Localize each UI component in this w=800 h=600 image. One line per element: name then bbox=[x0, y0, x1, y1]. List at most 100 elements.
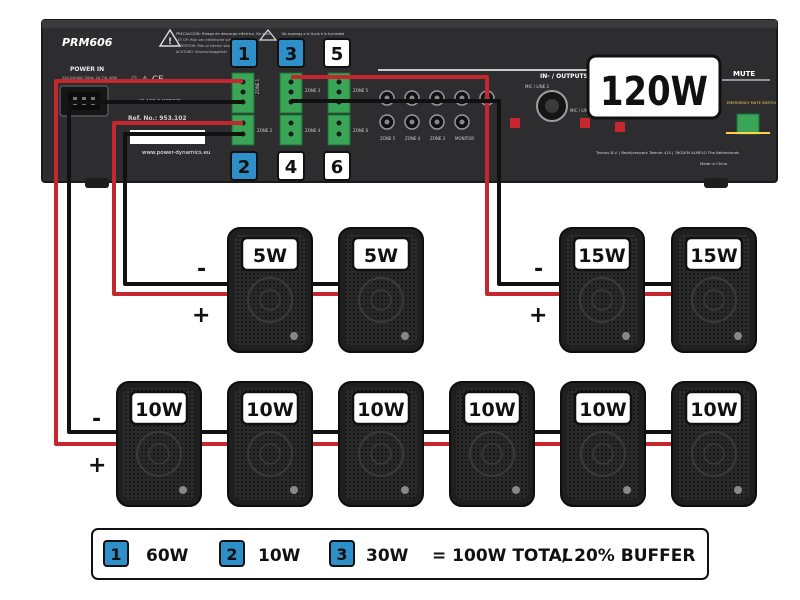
legend-item-1: 1 60W bbox=[103, 540, 189, 567]
made-in-text: Made in China bbox=[700, 161, 727, 166]
speaker-wattage-label: 10W bbox=[579, 399, 626, 421]
warning-text-left: PRECAUCIÓN: Riesgo de descarga eléctrica… bbox=[176, 31, 271, 36]
minus-mark-15w: - bbox=[534, 257, 543, 282]
polarity-marks: - + - + - + bbox=[88, 257, 547, 478]
svg-text:!: ! bbox=[168, 37, 172, 47]
dip-switch-1[interactable] bbox=[510, 118, 520, 128]
svg-text:60W: 60W bbox=[146, 546, 189, 566]
amp-foot-right bbox=[704, 178, 728, 188]
badge-channel-5: 5 bbox=[323, 38, 351, 68]
speaker-15w-1: 15W bbox=[559, 227, 645, 353]
amp-foot-left bbox=[85, 178, 109, 188]
badge-channel-1: 1 bbox=[230, 38, 258, 68]
plus-mark-10w: + bbox=[88, 453, 106, 478]
speaker-logo-icon bbox=[623, 486, 631, 494]
jack-label-2: ZONE 4 bbox=[405, 136, 421, 141]
badge-channel-2: 2 bbox=[230, 151, 258, 181]
speakers: 5W 5W 15W 15W 10W 10W 10W 10W 10W 10W bbox=[116, 227, 757, 507]
speaker-10w-6: 10W bbox=[671, 381, 757, 507]
legend-item-3: 3 30W bbox=[329, 540, 409, 567]
svg-text:2: 2 bbox=[238, 157, 251, 178]
terminal-block-zone-6[interactable] bbox=[327, 114, 351, 146]
dip-switch-3[interactable] bbox=[615, 122, 625, 132]
legend-item-2: 2 10W bbox=[219, 540, 301, 567]
svg-text:ACHTUNG: Stromschlaggefahr: ACHTUNG: Stromschlaggefahr bbox=[176, 50, 228, 54]
legend-buffer: / 20% BUFFER bbox=[562, 546, 695, 566]
amp-rating-badge: 120W bbox=[586, 54, 722, 120]
svg-text:2: 2 bbox=[226, 545, 237, 564]
svg-text:30W: 30W bbox=[366, 546, 409, 566]
speaker-10w-5: 10W bbox=[560, 381, 646, 507]
speaker-5w-1: 5W bbox=[227, 227, 313, 353]
speaker-logo-icon bbox=[734, 332, 742, 340]
jack-label-1: ZONE 5 bbox=[380, 136, 396, 141]
speaker-wattage-label: 5W bbox=[253, 245, 287, 267]
plus-mark-5w: + bbox=[192, 303, 210, 328]
badge-channel-3: 3 bbox=[277, 38, 305, 68]
mute-sub-label: EMERGENCY MUTE SWITCH bbox=[727, 101, 776, 105]
svg-text:5: 5 bbox=[331, 44, 344, 65]
speaker-10w-3: 10W bbox=[338, 381, 424, 507]
mute-label: MUTE bbox=[733, 70, 755, 78]
rain-warning-icon bbox=[258, 29, 278, 41]
speaker-wattage-label: 15W bbox=[690, 245, 737, 267]
zone-label-5: ZONE 5 bbox=[353, 88, 369, 93]
power-in-sub: 220-240VAC 50Hz, 2A T4L 40W bbox=[62, 76, 117, 80]
plus-mark-15w: + bbox=[529, 303, 547, 328]
address-text: Tronios B.V. | Bedrijvenpark Twente 415 … bbox=[595, 150, 739, 155]
speaker-15w-2: 15W bbox=[671, 227, 757, 353]
zone-label-1: ZONE 1 bbox=[255, 78, 260, 94]
speaker-logo-icon bbox=[622, 332, 630, 340]
svg-text:1: 1 bbox=[110, 545, 121, 564]
svg-text:3: 3 bbox=[285, 44, 298, 65]
speaker-logo-icon bbox=[290, 332, 298, 340]
zone-label-4: ZONE 4 bbox=[305, 128, 321, 133]
emergency-mute-terminal[interactable] bbox=[736, 113, 760, 135]
speaker-logo-icon bbox=[734, 486, 742, 494]
speaker-wattage-label: 10W bbox=[246, 399, 293, 421]
warning-triangle-icon bbox=[158, 28, 182, 47]
speaker-wattage-label: 10W bbox=[690, 399, 737, 421]
svg-text:ATTENTION: Risk of electric sh: ATTENTION: Risk of electric shock bbox=[176, 44, 233, 48]
speaker-wattage-label: 10W bbox=[468, 399, 515, 421]
jack-label-4: MONITOR bbox=[455, 136, 474, 141]
dip-switch-2[interactable] bbox=[580, 118, 590, 128]
speaker-wattage-label: 5W bbox=[364, 245, 398, 267]
badge-channel-4: 4 bbox=[277, 151, 305, 181]
zone-label-6: ZONE 6 bbox=[353, 128, 369, 133]
speaker-wattage-label: 15W bbox=[578, 245, 625, 267]
legend-total: = 100W TOTAL bbox=[432, 546, 573, 566]
legend-box: 1 60W 2 10W 3 30W = 100W TOTAL / 20% BUF… bbox=[91, 528, 709, 580]
speaker-logo-icon bbox=[179, 486, 187, 494]
svg-text:120W: 120W bbox=[600, 69, 708, 115]
warning-text-right: No exponga a la lluvia ó la humedad bbox=[282, 32, 344, 36]
terminal-block-zone-4[interactable] bbox=[279, 114, 303, 146]
io-section-label: IN- / OUTPUTS bbox=[540, 73, 588, 80]
channel-badges: 1 3 5 2 4 6 bbox=[230, 38, 351, 181]
svg-text:LET OP: Risk van elektrische s: LET OP: Risk van elektrische schok bbox=[176, 38, 235, 42]
website-label: www.power-dynamics.eu bbox=[142, 150, 210, 156]
speaker-logo-icon bbox=[401, 486, 409, 494]
speaker-10w-4: 10W bbox=[449, 381, 535, 507]
zone-label-3: ZONE 3 bbox=[305, 88, 321, 93]
badge-channel-6: 6 bbox=[323, 151, 351, 181]
speaker-wattage-label: 10W bbox=[357, 399, 404, 421]
svg-text:6: 6 bbox=[331, 157, 344, 178]
speaker-logo-icon bbox=[290, 486, 298, 494]
speaker-10w-2: 10W bbox=[227, 381, 313, 507]
speaker-5w-2: 5W bbox=[338, 227, 424, 353]
speaker-wattage-label: 10W bbox=[135, 399, 182, 421]
speaker-10w-1: 10W bbox=[116, 381, 202, 507]
svg-text:1: 1 bbox=[238, 44, 251, 65]
minus-mark-10w: - bbox=[92, 407, 101, 432]
speaker-logo-icon bbox=[401, 332, 409, 340]
speaker-logo-icon bbox=[512, 486, 520, 494]
mic-line-1-label: MIC / LINE 1 bbox=[570, 108, 595, 113]
terminal-block-zone-2[interactable] bbox=[231, 114, 255, 146]
zone-label-2: ZONE 2 bbox=[257, 128, 273, 133]
amp-model: PRM606 bbox=[62, 36, 113, 49]
svg-text:3: 3 bbox=[336, 545, 347, 564]
svg-text:10W: 10W bbox=[258, 546, 301, 566]
power-in-label: POWER IN bbox=[70, 66, 104, 73]
